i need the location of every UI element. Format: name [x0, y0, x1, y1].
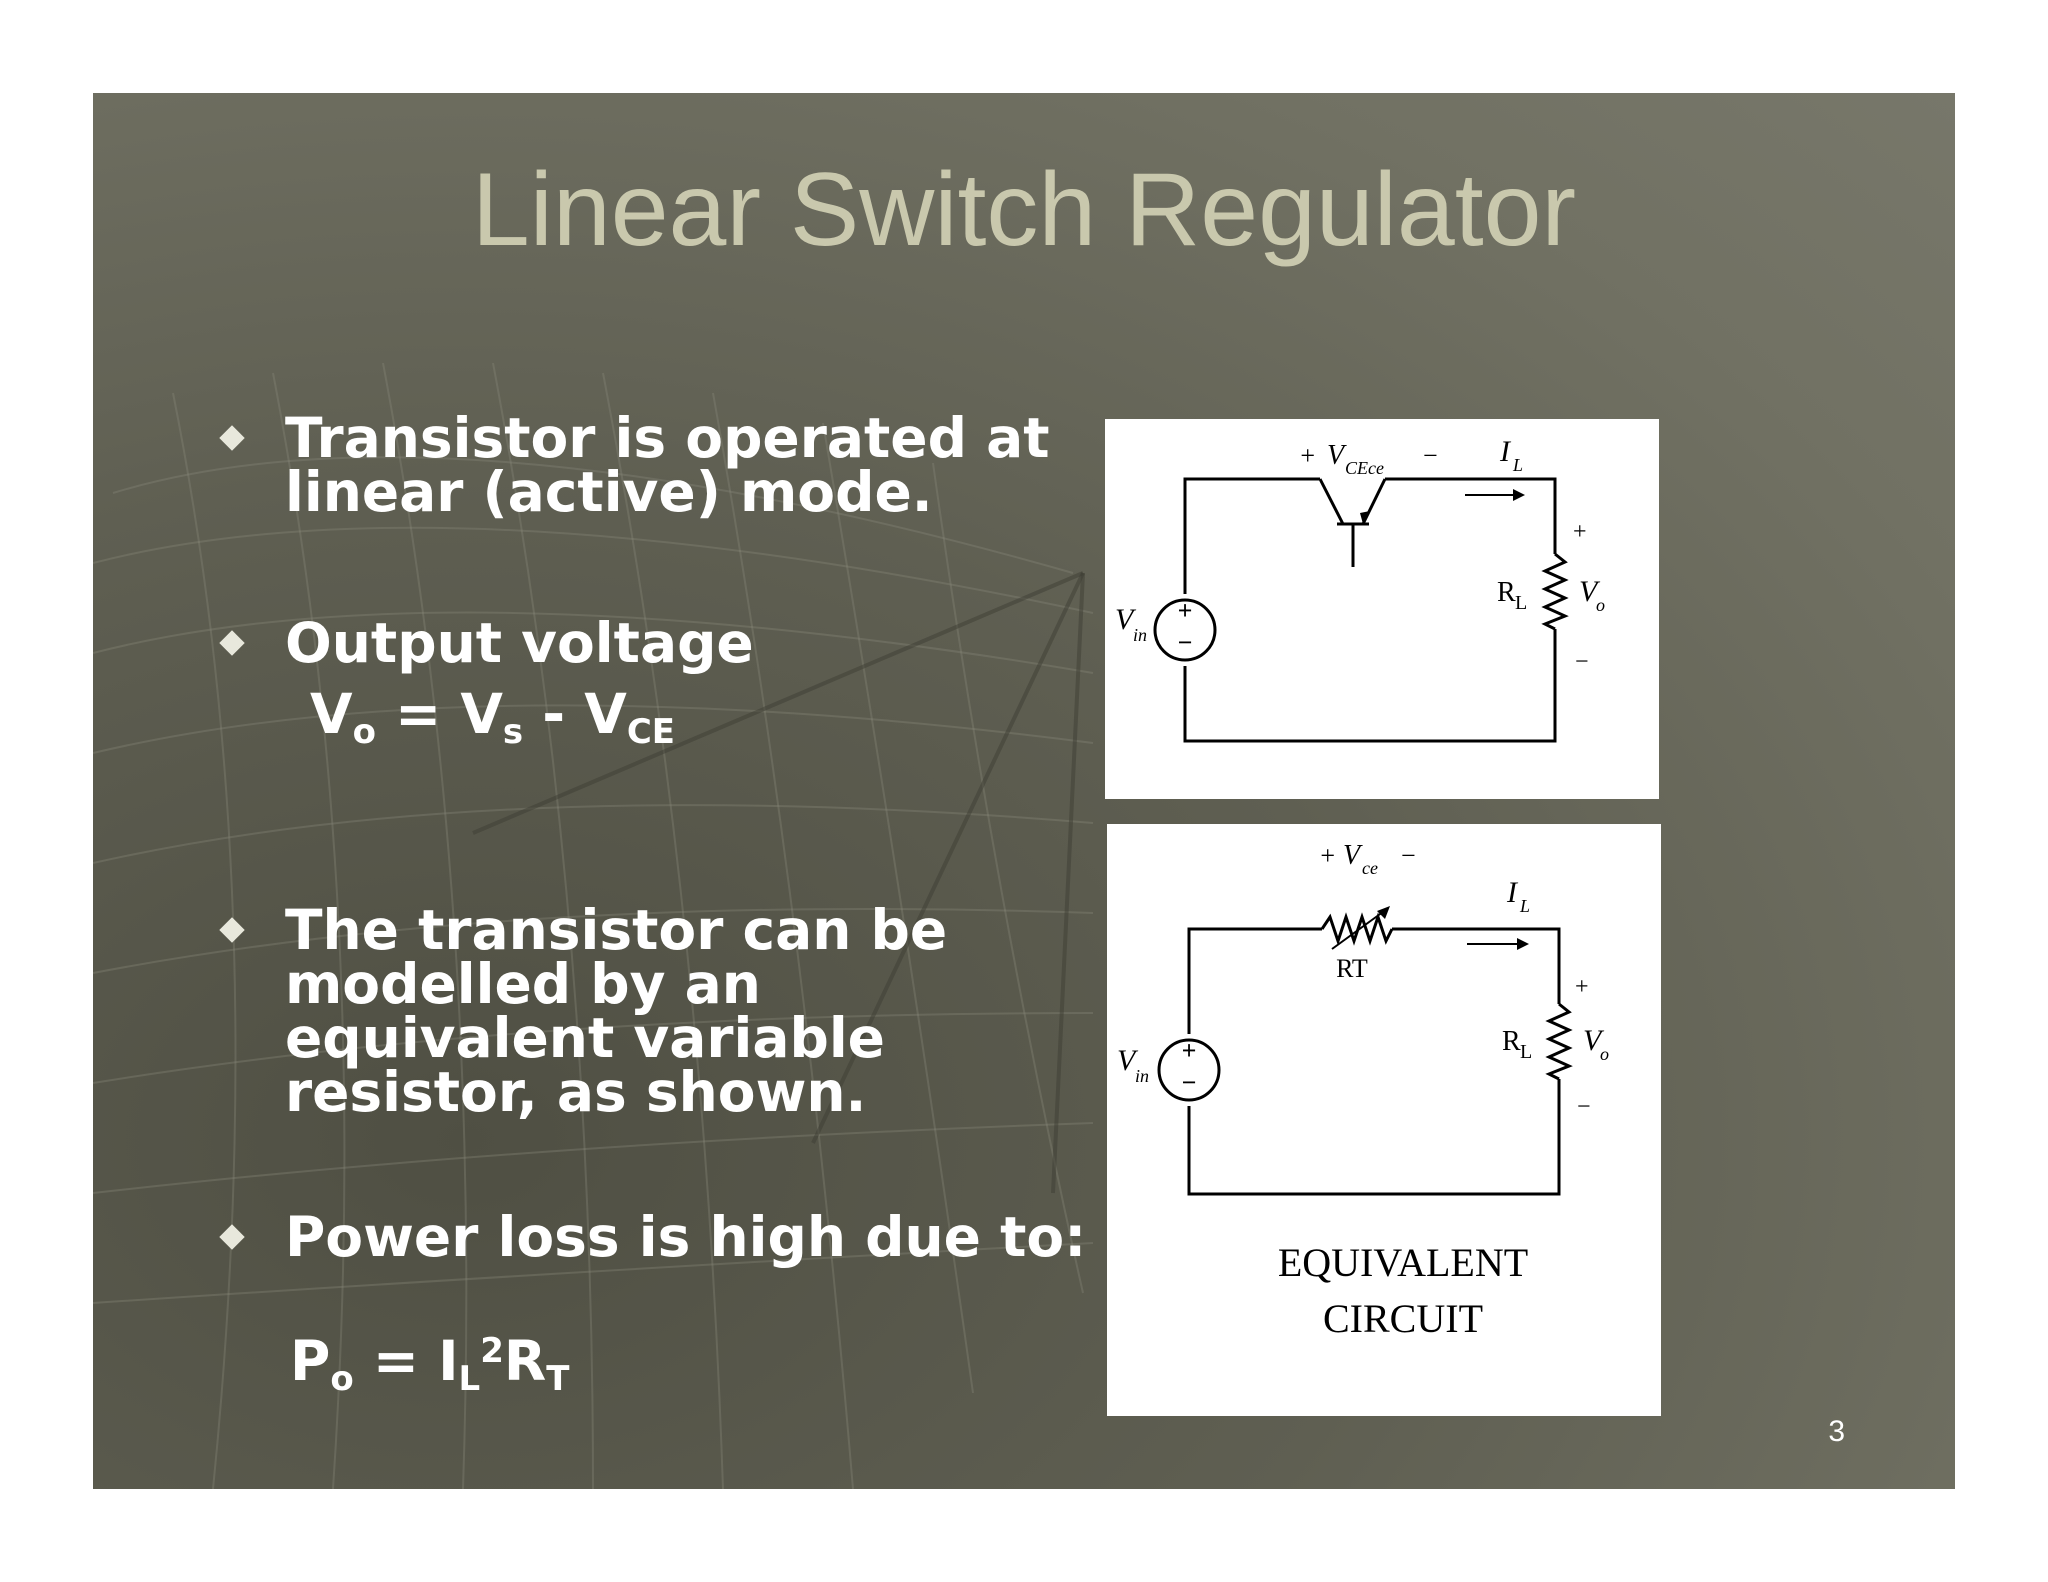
svg-text:V: V — [1327, 440, 1347, 471]
arrow-head-icon — [1513, 489, 1525, 501]
slide-title: Linear Switch Regulator — [471, 152, 1577, 268]
svg-text:L: L — [1515, 592, 1527, 614]
svg-text:−: − — [1577, 1094, 1591, 1120]
svg-text:−: − — [1178, 628, 1193, 657]
bullet-variable-resistor: The transistor can be modelled by an equ… — [219, 898, 1103, 1124]
svg-text:V: V — [1583, 1024, 1605, 1057]
svg-text:I: I — [1499, 435, 1512, 468]
diamond-bullet-icon — [219, 917, 245, 943]
svg-text:R: R — [1502, 1026, 1521, 1057]
arrow-head-icon — [1517, 938, 1529, 950]
svg-text:o: o — [1600, 1044, 1609, 1064]
bullet-text: The transistor can be modelled by an equ… — [285, 898, 948, 1124]
bullet-text: Transistor is operated at linear (active… — [285, 406, 1050, 524]
svg-text:ce: ce — [1362, 858, 1378, 878]
diamond-bullet-icon — [219, 630, 245, 656]
svg-text:I: I — [1506, 876, 1519, 909]
svg-text:−: − — [1182, 1068, 1197, 1097]
svg-text:+: + — [1300, 441, 1315, 470]
bullet-text: Output voltage — [285, 611, 754, 675]
svg-text:EQUIVALENT: EQUIVALENT — [1278, 1240, 1528, 1285]
svg-text:−: − — [1401, 841, 1416, 870]
svg-text:CEce: CEce — [1345, 458, 1384, 478]
slide: Linear Switch Regulator Transistor is op… — [93, 93, 1955, 1489]
formula-output-voltage: Vo = Vs - VCE — [310, 682, 676, 752]
formula-power-loss: Po = IL2RT — [290, 1329, 570, 1399]
svg-text:L: L — [1512, 455, 1523, 475]
bullet-power-loss: Power loss is high due to: — [219, 1205, 1103, 1269]
svg-text:−: − — [1423, 441, 1438, 470]
emitter-arrow-icon — [1360, 511, 1370, 524]
diamond-bullet-icon — [219, 425, 245, 451]
variable-arrow-icon — [1377, 906, 1390, 919]
svg-text:+: + — [1575, 974, 1589, 1000]
background-mesh-graphic — [93, 362, 1094, 1489]
svg-text:+: + — [1178, 596, 1193, 625]
svg-text:CIRCUIT: CIRCUIT — [1323, 1296, 1483, 1341]
svg-text:V: V — [1117, 1044, 1139, 1077]
circuit-diagram-transistor: + V CEce − I L V in + − R L + V o − — [1105, 419, 1659, 799]
equivalent-circuit-diagram: + V ce − I L RT V in + − R L + V o − EQU… — [1107, 824, 1661, 1416]
bullet-transistor-mode: Transistor is operated at linear (active… — [219, 406, 1103, 524]
svg-text:RT: RT — [1336, 954, 1368, 983]
svg-text:V: V — [1343, 840, 1363, 871]
svg-text:L: L — [1520, 1041, 1532, 1063]
page-number: 3 — [1828, 1415, 1845, 1448]
svg-text:o: o — [1596, 595, 1605, 615]
bullet-output-voltage: Output voltage — [219, 611, 1103, 675]
svg-text:in: in — [1133, 625, 1147, 645]
svg-text:R: R — [1497, 577, 1516, 608]
svg-text:+: + — [1320, 841, 1335, 870]
svg-text:L: L — [1519, 896, 1530, 916]
bullet-text: Power loss is high due to: — [285, 1205, 1087, 1269]
svg-text:in: in — [1135, 1066, 1149, 1086]
diamond-bullet-icon — [219, 1224, 245, 1250]
svg-text:V: V — [1579, 575, 1601, 608]
svg-text:+: + — [1182, 1036, 1197, 1065]
svg-text:V: V — [1115, 603, 1137, 636]
svg-text:−: − — [1575, 649, 1589, 675]
svg-text:+: + — [1573, 519, 1587, 545]
